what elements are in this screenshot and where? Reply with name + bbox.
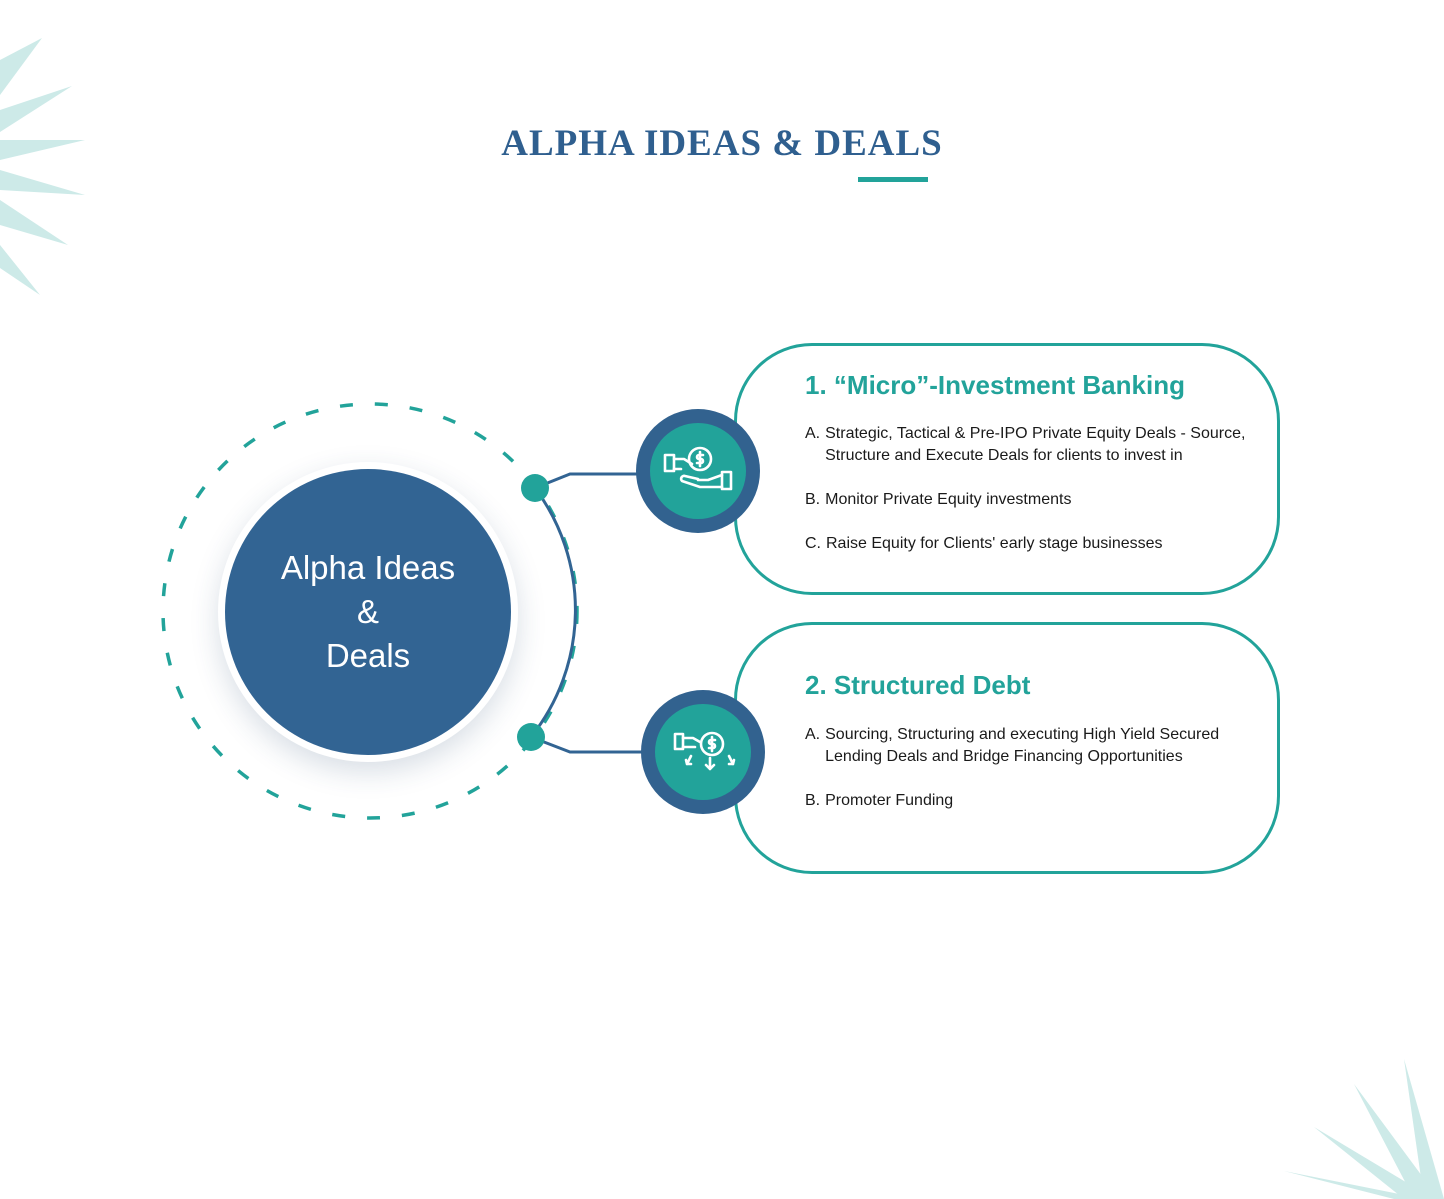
card-structured-debt: 2. Structured Debt A. Sourcing, Structur…	[734, 622, 1280, 874]
list-item: B. Monitor Private Equity investments	[805, 491, 1072, 508]
card-2-title-text: Structured Debt	[833, 670, 1031, 700]
card-1-title: 1. “Micro”-Investment Banking	[805, 370, 1185, 401]
list-item: A. Sourcing, Structuring and executing H…	[805, 726, 1220, 765]
card-1-items: A. Strategic, Tactical & Pre-IPO Private…	[805, 423, 1257, 577]
central-hub-label: Alpha Ideas & Deals	[225, 469, 511, 755]
leaf-decoration-bottom-right	[1284, 1059, 1444, 1199]
connector-line-bottom	[530, 735, 645, 754]
icon-badge-investment-banking	[636, 409, 760, 533]
connector-arc	[529, 487, 577, 738]
dashed-orbit	[161, 402, 579, 820]
leaf-decoration-top-left	[0, 38, 85, 295]
card-1-number: 1.	[805, 370, 827, 400]
title-underline	[858, 177, 928, 182]
card-micro-investment-banking: 1. “Micro”-Investment Banking A. Strateg…	[734, 343, 1280, 595]
card-1-title-text: “Micro”-Investment Banking	[833, 370, 1185, 400]
list-item: B. Promoter Funding	[805, 792, 954, 809]
hand-receiving-money-icon	[663, 446, 733, 491]
page-title: ALPHA IDEAS & DEALS	[501, 123, 943, 164]
connector-node-bottom	[517, 723, 545, 751]
list-item: A. Strategic, Tactical & Pre-IPO Private…	[805, 425, 1246, 464]
central-hub: Alpha Ideas & Deals	[218, 462, 518, 762]
card-2-items: A. Sourcing, Structuring and executing H…	[805, 724, 1257, 834]
hub-line-2: &	[356, 593, 379, 630]
card-2-title: 2. Structured Debt	[805, 670, 1030, 701]
list-item: C. Raise Equity for Clients' early stage…	[805, 535, 1163, 552]
connector-node-top	[521, 474, 549, 502]
icon-badge-structured-debt	[641, 690, 765, 814]
card-2-number: 2.	[805, 670, 827, 700]
hub-line-1: Alpha Ideas	[280, 549, 456, 586]
hub-line-3: Deals	[325, 637, 411, 674]
money-lending-icon	[673, 731, 736, 771]
connector-line-top	[534, 472, 640, 490]
